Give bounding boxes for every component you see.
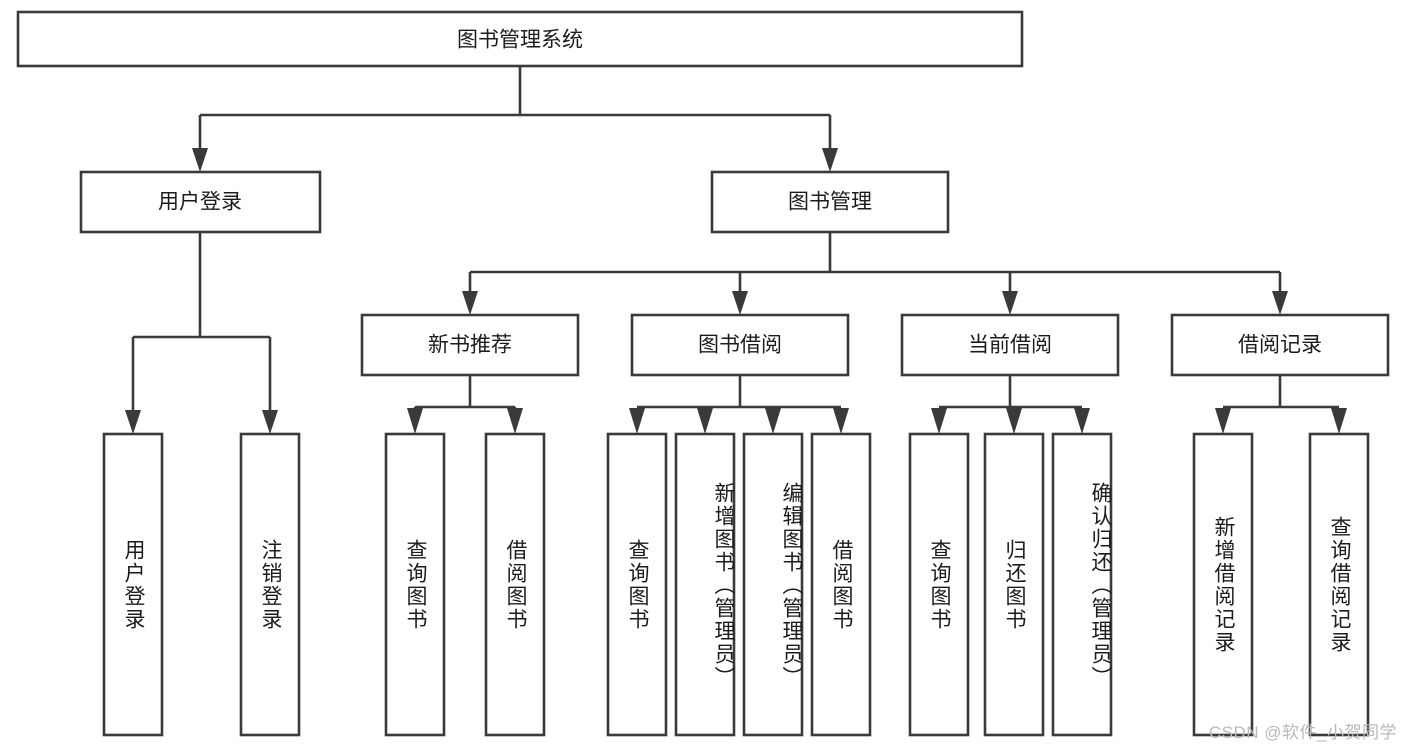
arrow-head-leaf-return-book <box>1006 408 1022 434</box>
connector-borrowrecord-to-leaves <box>1215 375 1347 434</box>
node-leaf-query-record-rect[interactable] <box>1308 432 1370 737</box>
leaf-nodes-group <box>102 432 1370 737</box>
node-leaf-add-book-rect[interactable] <box>674 432 736 737</box>
node-new-book-rec-rect[interactable] <box>360 313 580 377</box>
node-book-borrow-rect[interactable] <box>630 313 850 377</box>
node-book-manage[interactable]: 图书管理 <box>710 170 950 234</box>
node-book-manage-label: 图书管理 <box>788 191 872 214</box>
node-leaf-borrow-book-2-rect[interactable] <box>810 432 872 737</box>
node-current-borrow-label: 当前借阅 <box>968 334 1052 357</box>
node-leaf-query-book-3-rect[interactable] <box>908 432 970 737</box>
node-leaf-user-logout-rect[interactable] <box>239 432 301 737</box>
node-current-borrow-rect[interactable] <box>900 313 1120 377</box>
node-book-borrow-label: 图书借阅 <box>698 334 782 357</box>
node-new-book-rec-label: 新书推荐 <box>428 334 512 357</box>
node-root-rect[interactable] <box>16 10 1024 68</box>
connector-root-to-level1 <box>192 66 838 172</box>
connector-currentborrow-to-leaves <box>931 375 1090 434</box>
node-borrow-record[interactable]: 借阅记录 <box>1170 313 1390 377</box>
arrow-head-leaf-query-book-2 <box>629 408 645 434</box>
node-leaf-edit-book-rect[interactable] <box>742 432 804 737</box>
arrow-head-book-manage <box>822 148 838 172</box>
node-root[interactable]: 图书管理系统 <box>16 10 1024 68</box>
arrow-head-leaf-edit-book <box>765 408 781 434</box>
csdn-watermark: CSDN @软件_小贺同学 <box>1208 723 1397 742</box>
arrow-head-leaf-query-book-1 <box>407 408 423 434</box>
node-user-login-rect[interactable] <box>79 170 322 234</box>
arrow-head-leaf-confirm-return <box>1074 408 1090 434</box>
connector-newbookrec-to-leaves <box>407 375 523 434</box>
arrow-head-new-book-rec <box>462 291 478 315</box>
connector-bookmanage-to-level2 <box>462 232 1288 315</box>
arrow-head-user-login <box>192 148 208 172</box>
arrow-head-leaf-user-logout <box>262 410 278 434</box>
node-book-borrow[interactable]: 图书借阅 <box>630 313 850 377</box>
arrow-head-leaf-add-record <box>1215 408 1231 434</box>
node-book-manage-rect[interactable] <box>710 170 950 234</box>
node-current-borrow[interactable]: 当前借阅 <box>900 313 1120 377</box>
connector-userlogin-to-leaves <box>125 232 278 434</box>
arrow-head-leaf-query-record <box>1331 408 1347 434</box>
arrow-head-leaf-add-book <box>697 408 713 434</box>
node-leaf-return-book-rect[interactable] <box>983 432 1045 737</box>
node-leaf-user-login-rect[interactable] <box>102 432 164 737</box>
arrow-head-leaf-borrow-book-2 <box>833 408 849 434</box>
node-borrow-record-label: 借阅记录 <box>1238 334 1322 357</box>
node-user-login[interactable]: 用户登录 <box>79 170 322 234</box>
arrow-head-leaf-query-book-3 <box>931 408 947 434</box>
arrow-head-leaf-borrow-book-1 <box>507 408 523 434</box>
connector-bookborrow-to-leaves <box>629 375 849 434</box>
arrow-head-book-borrow <box>732 291 748 315</box>
arrow-head-borrow-record <box>1272 291 1288 315</box>
node-leaf-query-book-2-rect[interactable] <box>606 432 668 737</box>
node-new-book-rec[interactable]: 新书推荐 <box>360 313 580 377</box>
node-user-login-label: 用户登录 <box>158 191 242 214</box>
node-leaf-query-book-1-rect[interactable] <box>384 432 446 737</box>
node-leaf-add-record-rect[interactable] <box>1192 432 1254 737</box>
node-borrow-record-rect[interactable] <box>1170 313 1390 377</box>
arrow-head-current-borrow <box>1002 291 1018 315</box>
node-leaf-borrow-book-1-rect[interactable] <box>484 432 546 737</box>
arrow-head-leaf-user-login <box>125 410 141 434</box>
node-root-label: 图书管理系统 <box>457 29 583 52</box>
node-leaf-confirm-return-rect[interactable] <box>1051 432 1113 737</box>
